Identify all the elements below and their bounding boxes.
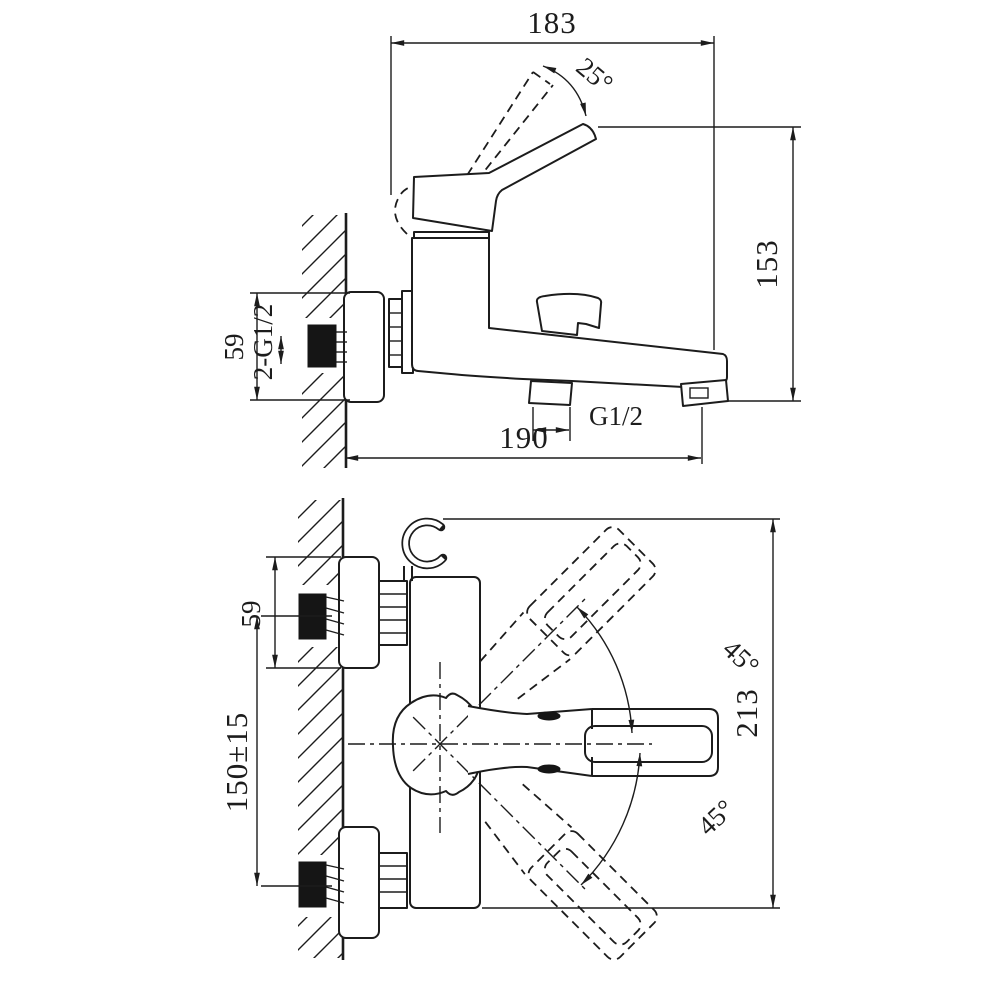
eccentric-connector-side (307, 324, 347, 368)
dim-183: 183 (390, 5, 715, 350)
connection-nut-top-2 (378, 852, 408, 909)
eccentric-connector-top-2 (298, 861, 345, 908)
faucet-body-spout-side (411, 237, 728, 388)
dim-150-label: 150±15 (219, 712, 254, 813)
thread-label-g12: G1/2 (532, 401, 643, 441)
cartridge-dome-top (391, 692, 482, 796)
escutcheon-flange-top-1 (338, 556, 380, 669)
dim-150: 150±15 (219, 616, 260, 886)
lever-handle-side (412, 123, 597, 232)
aerator-side (680, 379, 729, 407)
escutcheon-flange-top-2 (338, 826, 380, 939)
connection-nut-top-1 (378, 580, 408, 646)
connection-nut-side (388, 290, 414, 374)
dim-59-top-label: 59 (236, 601, 266, 628)
handle-swing-upper-dashed (412, 526, 657, 772)
dim-190: 190 (345, 407, 703, 464)
thread-2g12-label: 2-G1/2 (248, 304, 278, 381)
dim-213-label: 213 (729, 688, 764, 738)
cartridge-ring-side (413, 231, 490, 239)
dim-153: 153 (598, 126, 801, 402)
thread-g12-label: G1/2 (589, 401, 643, 431)
dim-153-label: 153 (749, 239, 784, 289)
angle-25: 25° (542, 51, 619, 117)
escutcheon-flange-side (343, 291, 385, 403)
dim-190-label: 190 (499, 420, 549, 455)
shower-hook-icon (401, 517, 448, 581)
top-view: 45° 45° 59 150±15 213 (219, 498, 780, 961)
thread-label-2g12: 2-G1/2 (248, 304, 284, 381)
dim-183-label: 183 (527, 5, 577, 40)
side-view: 183 25° 153 59 2-G1/2 190 (219, 5, 801, 468)
dim-59-side-label: 59 (219, 334, 249, 361)
dim-213: 213 (443, 518, 780, 909)
shower-outlet-side (528, 380, 573, 406)
diverter-knob-side (535, 292, 603, 336)
lever-handle-top (467, 705, 719, 777)
dim-59-side: 59 (219, 292, 350, 401)
angle-25-label: 25° (571, 51, 619, 98)
angle-45-upper-label: 45° (717, 634, 765, 682)
dim-59-top: 59 (236, 556, 341, 669)
angle-45-lower-label: 45° (692, 794, 740, 842)
